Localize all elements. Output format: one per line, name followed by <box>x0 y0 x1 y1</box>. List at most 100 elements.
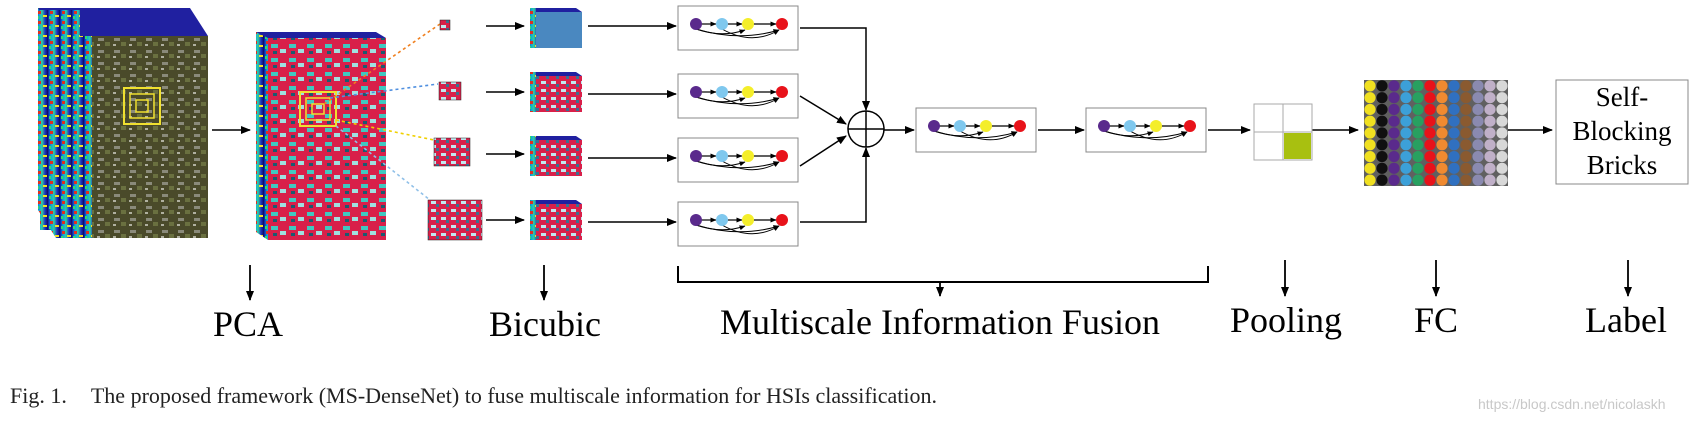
fc-neuron <box>1436 150 1448 163</box>
fc-neuron <box>1376 174 1388 186</box>
dense-node <box>1098 120 1110 132</box>
fc-neuron <box>1376 162 1388 174</box>
sbb-line-1: Self- <box>1596 82 1648 112</box>
fc-neuron <box>1460 127 1472 139</box>
fc-neuron <box>1472 115 1484 127</box>
fc-neuron <box>1448 127 1460 139</box>
patch-scale-1 <box>439 19 451 31</box>
fc-neuron <box>1364 162 1376 174</box>
caption-text: The proposed framework (MS-DenseNet) to … <box>90 383 938 408</box>
fc-neuron <box>1400 127 1412 139</box>
fc-neuron <box>1412 174 1424 186</box>
patch-box-medium <box>129 93 155 119</box>
dense-block <box>1085 107 1207 153</box>
fc-neuron <box>1460 150 1472 163</box>
fc-neuron <box>1376 92 1388 104</box>
fc-neuron <box>1460 139 1472 151</box>
fc-neuron <box>1484 174 1496 186</box>
pca-patch-small <box>311 103 325 115</box>
dense-node <box>690 86 702 98</box>
link-patch-2 <box>329 83 439 99</box>
fc-neuron <box>1424 162 1436 174</box>
fc-neuron <box>1400 115 1412 127</box>
fc-neuron <box>1376 115 1388 127</box>
fc-neuron <box>1448 103 1460 116</box>
upsampled-patches <box>530 8 582 240</box>
fc-neuron <box>1484 92 1496 104</box>
dense-block <box>677 201 799 247</box>
fc-neuron <box>1412 150 1424 163</box>
fc-neuron <box>1388 127 1400 139</box>
fc-neuron <box>1388 150 1400 163</box>
fc-neuron <box>1364 150 1376 163</box>
self-blocking-box: Self- Blocking Bricks <box>1555 79 1689 185</box>
fc-neuron <box>1472 103 1484 116</box>
dense-node <box>716 18 728 30</box>
sbb-line-3: Bricks <box>1587 150 1658 180</box>
multiscale-patches <box>427 19 483 241</box>
fc-neuron <box>1400 139 1412 151</box>
fc-neuron <box>1436 139 1448 151</box>
fc-neuron <box>1484 80 1496 92</box>
dense-block <box>677 73 799 119</box>
fc-neuron <box>1400 92 1412 104</box>
fc-neuron <box>1364 127 1376 139</box>
fc-neuron <box>1496 139 1508 151</box>
dense-node <box>1124 120 1136 132</box>
fc-neuron <box>1424 127 1436 139</box>
pca-image <box>256 32 386 240</box>
fc-neuron <box>1472 127 1484 139</box>
pooling-grid <box>1253 103 1313 161</box>
fc-neuron <box>1436 174 1448 186</box>
fc-neuron <box>1364 115 1376 127</box>
fc-neuron <box>1448 92 1460 104</box>
fc-neuron <box>1388 139 1400 151</box>
fc-neuron <box>1460 174 1472 186</box>
fc-neuron <box>1412 115 1424 127</box>
line-block-4-to-sum <box>800 147 870 223</box>
fc-neuron <box>1436 162 1448 174</box>
fusion-bracket <box>677 266 1209 297</box>
caption-fig-number: Fig. 1. <box>10 383 67 408</box>
patch-links <box>323 23 441 201</box>
to-dense-arrows <box>588 22 677 226</box>
dense-node <box>1150 120 1162 132</box>
fc-neuron <box>1484 139 1496 151</box>
fc-neuron <box>1496 150 1508 163</box>
pca-false-color-face <box>268 38 386 240</box>
dense-node <box>742 86 754 98</box>
fc-neuron <box>1424 139 1436 151</box>
fc-neuron <box>1460 162 1472 174</box>
pca-side <box>256 32 268 240</box>
fc-neuron <box>1412 139 1424 151</box>
dense-blocks <box>677 5 1207 247</box>
fc-neuron <box>1496 80 1508 92</box>
fc-neuron <box>1460 92 1472 104</box>
fc-neuron <box>1388 174 1400 186</box>
fc-neuron <box>1424 115 1436 127</box>
fc-neuron <box>1436 127 1448 139</box>
line-block-3-to-sum <box>799 135 847 167</box>
fc-neuron <box>1448 115 1460 127</box>
fc-neuron <box>1400 162 1412 174</box>
dense-node <box>716 214 728 226</box>
fc-neuron <box>1364 103 1376 116</box>
upsampled-patch-2 <box>530 72 582 112</box>
fc-neuron <box>1448 162 1460 174</box>
fc-neuron <box>1364 139 1376 151</box>
fc-neuron <box>1472 174 1484 186</box>
fc-neuron <box>1496 115 1508 127</box>
dense-block <box>677 137 799 183</box>
fc-neuron <box>1412 80 1424 92</box>
sbb-line-2: Blocking <box>1573 116 1672 146</box>
dense-node <box>776 86 788 98</box>
fc-neuron <box>1460 103 1472 116</box>
pca-top <box>256 32 386 38</box>
fc-neuron <box>1424 103 1436 116</box>
link-patch-3 <box>335 119 435 141</box>
fc-neuron <box>1388 103 1400 116</box>
pooling-highlight <box>1284 133 1311 159</box>
fc-neuron <box>1496 127 1508 139</box>
upsampled-patch-1 <box>530 8 582 48</box>
down-arrows <box>246 260 1632 301</box>
